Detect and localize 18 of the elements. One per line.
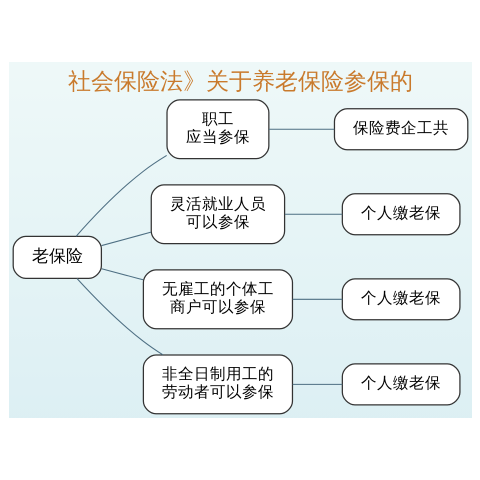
- connector: [75, 155, 166, 237]
- node-box: 非全日制用工的劳动者可以参保: [142, 354, 293, 414]
- connector: [76, 278, 163, 356]
- connector: [268, 128, 334, 130]
- connector: [101, 268, 143, 280]
- node-box: 个人缴老保: [341, 363, 460, 406]
- connector: [284, 214, 342, 215]
- node-box: 职工 应当参保: [166, 99, 269, 160]
- node-box: 保险费企工共: [333, 108, 468, 150]
- node-box: 个人缴老保: [341, 193, 460, 236]
- connector: [101, 232, 151, 246]
- node-box: 老保险: [12, 236, 102, 279]
- node-box: 无雇工的个体工商户可以参保: [142, 269, 293, 330]
- connector: [292, 384, 342, 385]
- node-box: 个人缴老保: [341, 278, 460, 320]
- diagram-title: 社会保险法》关于养老保险参保的: [68, 68, 412, 95]
- node-box: 灵活就业人员 可以参保: [150, 184, 285, 244]
- connector: [292, 298, 342, 300]
